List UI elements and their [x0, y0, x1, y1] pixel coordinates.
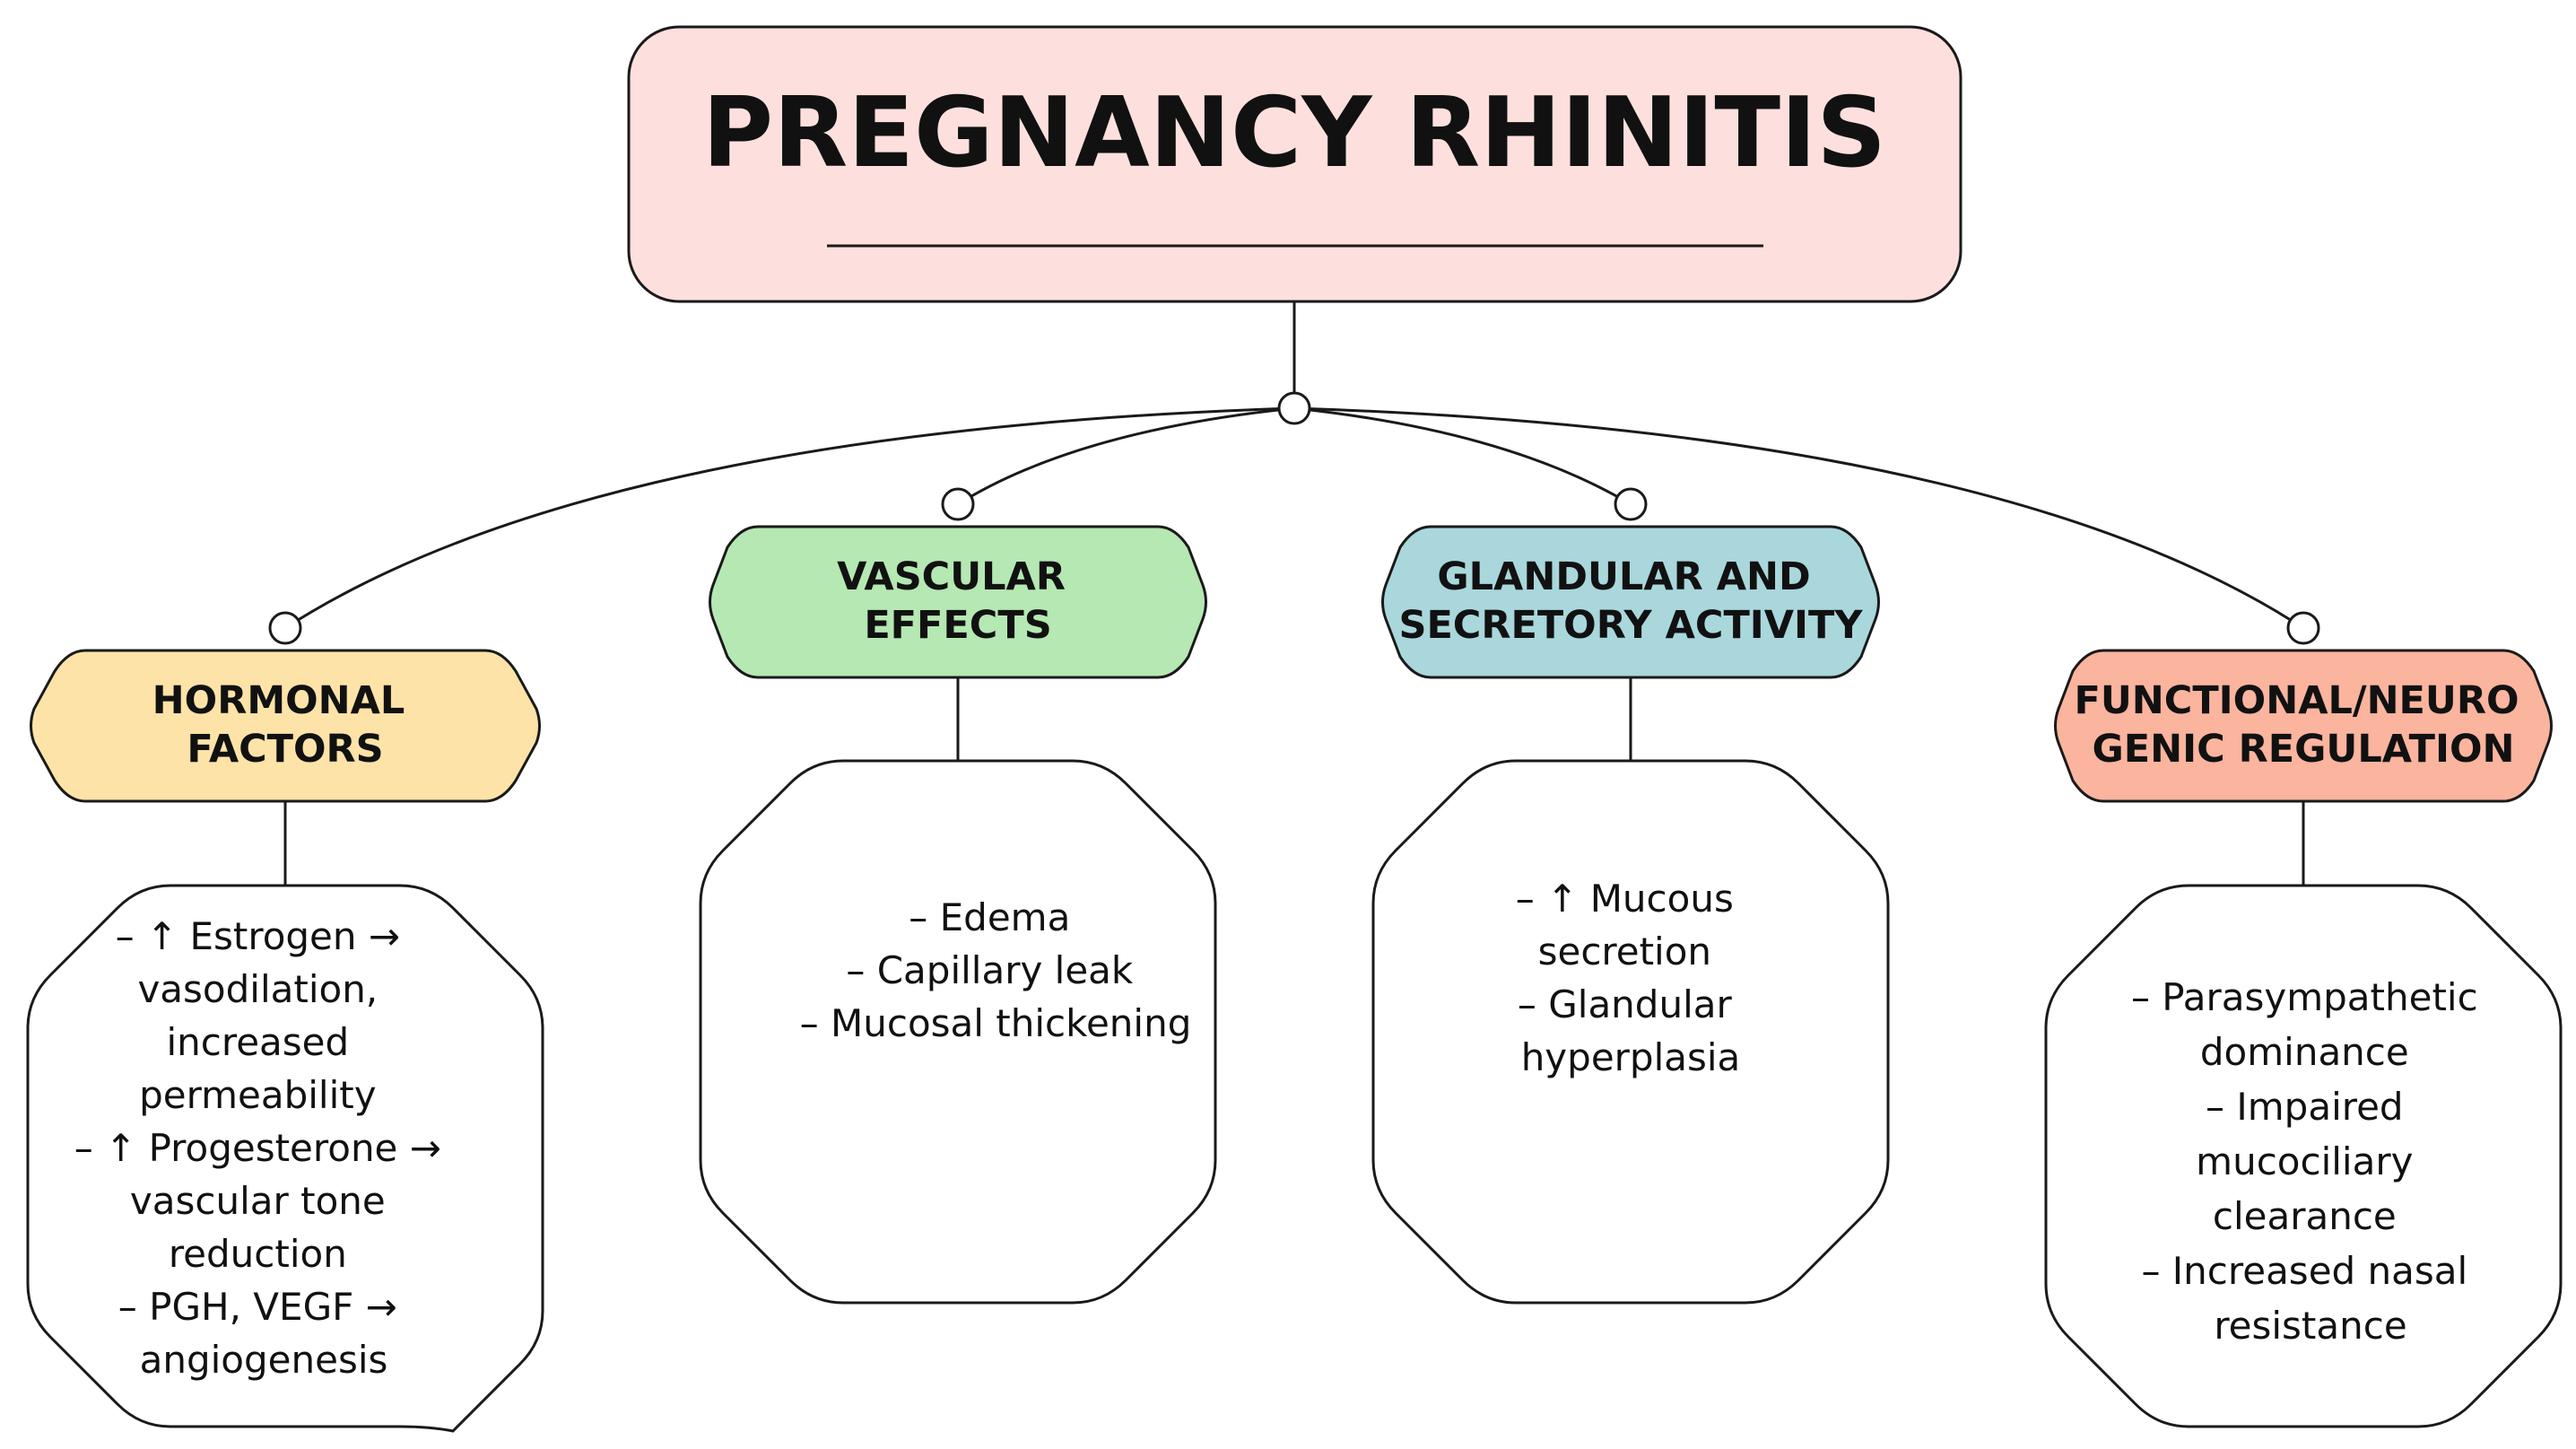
category-vascular-label: VASCULAR EFFECTS — [837, 554, 1079, 648]
detail-hormonal-line: angiogenesis — [140, 1338, 388, 1382]
detail-hormonal-text: – ↑ Estrogen → vasodilation, increased p… — [74, 914, 454, 1382]
detail-glandular-line: secretion — [1538, 930, 1711, 973]
detail-box-vascular-shape — [699, 759, 1217, 1305]
category-vascular-label-line-1: VASCULAR — [837, 554, 1066, 599]
detail-functional-line: resistance — [2214, 1304, 2406, 1348]
connector-hub-functional — [1293, 406, 2304, 630]
detail-box-hormonal-shape — [26, 884, 544, 1433]
category-glandular-label: GLANDULAR AND SECRETORY ACTIVITY — [1398, 554, 1863, 648]
category-glandular-shape — [1381, 525, 1880, 679]
detail-vascular-line: – Edema — [909, 895, 1070, 939]
detail-hormonal-line: reduction — [169, 1232, 347, 1276]
connector-hub-glandular — [1293, 406, 1632, 506]
detail-box-functional-shape — [2044, 884, 2563, 1428]
detail-box-glandular-shape — [1371, 759, 1890, 1305]
detail-functional-line: – Increased nasal — [2141, 1249, 2467, 1293]
detail-box-glandular: – ↑ Mucous secretion – Glandular hyperpl… — [1371, 759, 1890, 1305]
category-hormonal-shape — [30, 649, 541, 803]
detail-glandular-line: hyperplasia — [1521, 1035, 1741, 1079]
detail-vascular-text: – Edema – Capillary leak – Mucosal thick… — [800, 895, 1192, 1045]
connector-lines — [283, 296, 2305, 886]
detail-vascular-line: – Mucosal thickening — [800, 1001, 1192, 1045]
category-vascular-label-line-2: EFFECTS — [864, 603, 1051, 648]
detail-box-vascular: – Edema – Capillary leak – Mucosal thick… — [699, 759, 1217, 1305]
detail-functional-line: dominance — [2200, 1030, 2409, 1074]
category-functional-neurogenic-regulation: FUNCTIONAL/NEURO GENIC REGULATION — [2054, 649, 2553, 803]
detail-glandular-line: – Glandular — [1518, 982, 1733, 1026]
detail-hormonal-line: vascular tone — [130, 1179, 386, 1223]
connector-hub-hormonal — [284, 406, 1295, 630]
category-glandular-secretory-activity: GLANDULAR AND SECRETORY ACTIVITY — [1381, 525, 1880, 679]
detail-functional-line: – Impaired — [2206, 1085, 2404, 1129]
title-box-background — [627, 25, 1962, 303]
hormonal-node — [268, 611, 302, 645]
title-box: PREGNANCY RHINITIS — [627, 25, 1962, 303]
category-functional-label: FUNCTIONAL/NEURO GENIC REGULATION — [2074, 678, 2532, 772]
detail-functional-line: – Parasympathetic — [2131, 975, 2478, 1019]
connector-hub-vascular — [957, 406, 1295, 506]
category-glandular-label-line-2: SECRETORY ACTIVITY — [1398, 603, 1863, 648]
category-vascular-shape — [709, 525, 1207, 679]
detail-functional-line: clearance — [2213, 1194, 2397, 1238]
category-hormonal-label-line-1: HORMONAL — [152, 678, 405, 723]
detail-box-hormonal: – ↑ Estrogen → vasodilation, increased p… — [26, 884, 544, 1433]
detail-functional-line: mucociliary — [2196, 1139, 2413, 1183]
category-functional-shape — [2054, 649, 2553, 803]
connector-nodes — [268, 391, 2320, 645]
category-hormonal-label: HORMONAL FACTORS — [152, 678, 419, 772]
title-text: PREGNANCY RHINITIS — [702, 77, 1886, 189]
category-hormonal-factors: HORMONAL FACTORS — [30, 649, 541, 803]
detail-hormonal-line: – PGH, VEGF → — [118, 1285, 397, 1329]
hub-node — [1277, 391, 1311, 425]
glandular-node — [1614, 487, 1648, 521]
category-vascular-effects: VASCULAR EFFECTS — [709, 525, 1207, 679]
detail-hormonal-line: – ↑ Progesterone → — [74, 1126, 441, 1170]
functional-node — [2286, 611, 2320, 645]
category-hormonal-label-line-2: FACTORS — [187, 727, 383, 772]
detail-vascular-line: – Capillary leak — [846, 948, 1134, 992]
category-glandular-label-line-1: GLANDULAR AND — [1437, 554, 1810, 599]
detail-hormonal-line: increased — [166, 1020, 349, 1064]
detail-glandular-line: – ↑ Mucous — [1516, 877, 1734, 921]
detail-hormonal-line: vasodilation, — [137, 967, 378, 1011]
detail-glandular-text: – ↑ Mucous secretion – Glandular hyperpl… — [1516, 877, 1745, 1079]
category-functional-label-line-1: FUNCTIONAL/NEURO — [2074, 678, 2519, 723]
vascular-node — [941, 487, 975, 521]
detail-box-functional: – Parasympathetic dominance – Impaired m… — [2044, 884, 2563, 1428]
detail-hormonal-line: permeability — [139, 1073, 377, 1117]
detail-functional-text: – Parasympathetic dominance – Impaired m… — [2131, 975, 2490, 1348]
detail-hormonal-line: – ↑ Estrogen → — [116, 914, 400, 958]
category-functional-label-line-2: GENIC REGULATION — [2092, 727, 2514, 772]
